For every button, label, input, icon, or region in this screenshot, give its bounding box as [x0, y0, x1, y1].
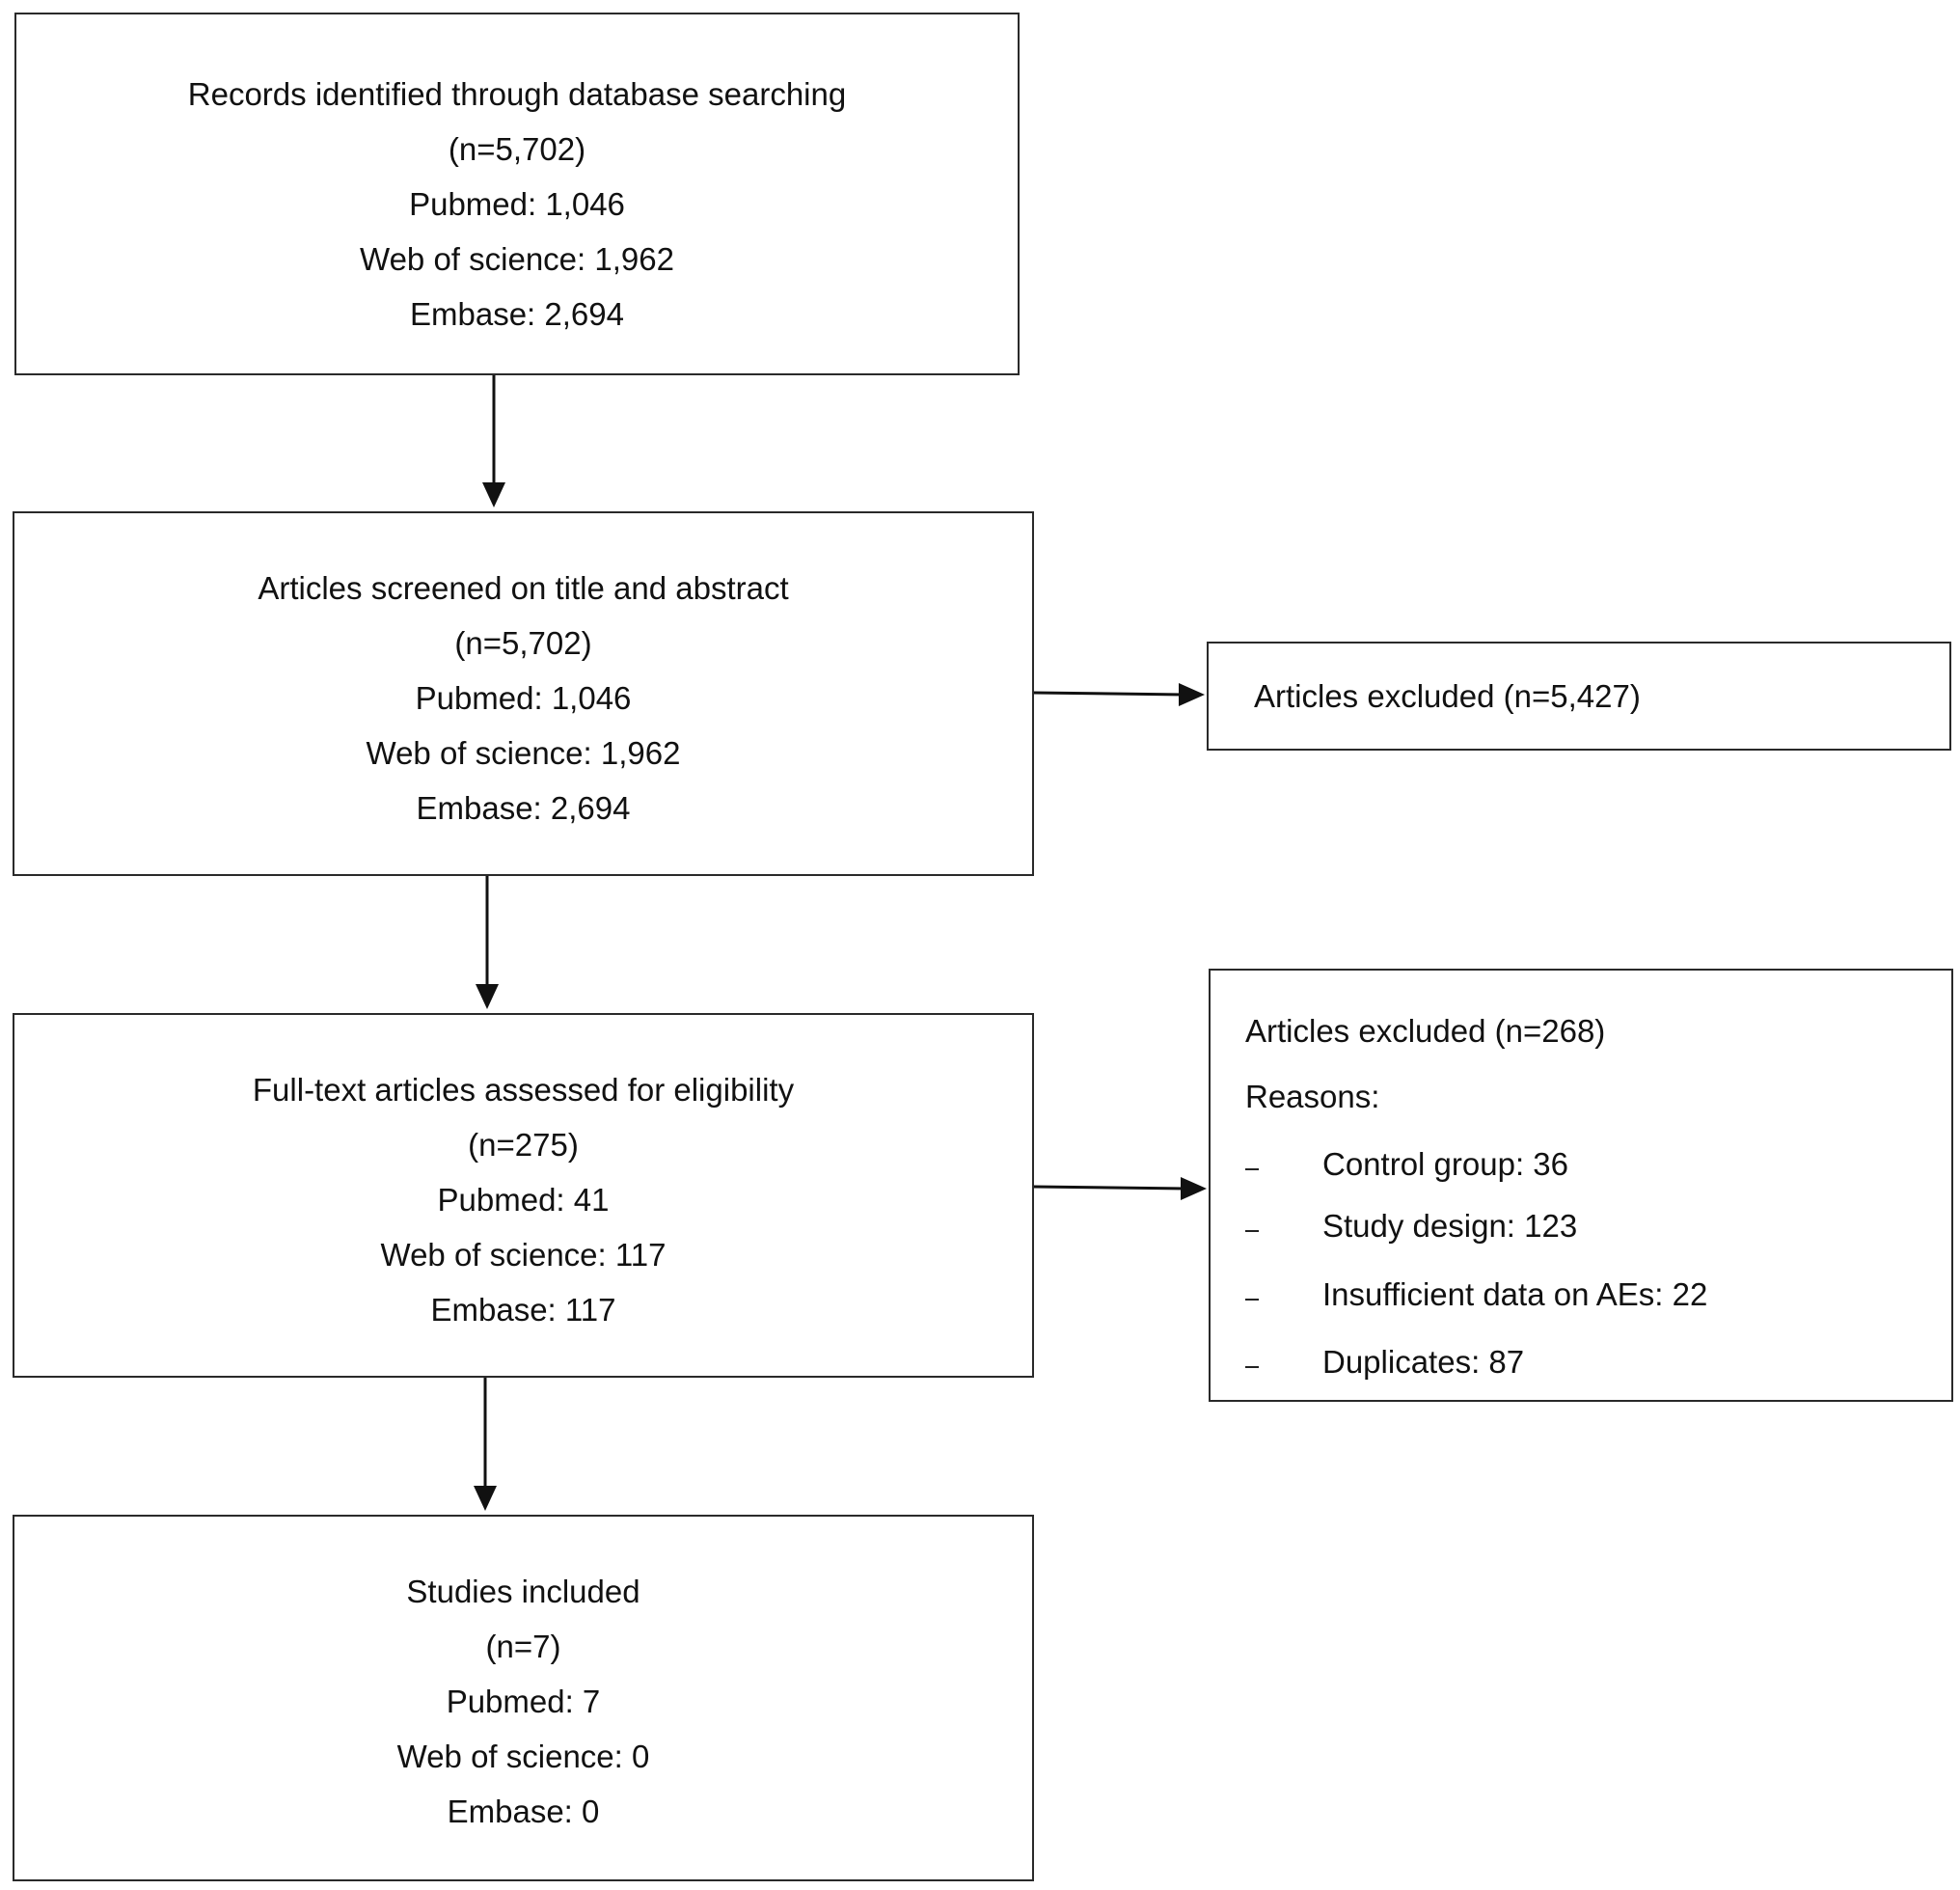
arrow-fulltext-to-excluded: [1033, 1177, 1207, 1200]
excluded-screening-box: Articles excluded (n=5,427): [1207, 642, 1951, 751]
records-identified-pubmed: Pubmed: 1,046: [409, 186, 625, 222]
articles-screened-count: (n=5,702): [454, 625, 592, 661]
arrow-screened-to-excluded: [1033, 683, 1205, 706]
excluded-screening-text: Articles excluded (n=5,427): [1254, 678, 1641, 714]
articles-screened-text: Articles screened on title and abstract …: [14, 561, 1032, 835]
dash-bullet-icon: [1245, 1168, 1259, 1170]
articles-screened-embase: Embase: 2,694: [416, 790, 631, 826]
arrow-screened-to-fulltext: [476, 876, 499, 1009]
exclusion-reason-text: Insufficient data on AEs: 22: [1322, 1276, 1708, 1312]
exclusion-reason-text: Control group: 36: [1322, 1146, 1568, 1182]
records-identified-box: Records identified through database sear…: [14, 13, 1020, 375]
studies-included-text: Studies included (n=7) Pubmed: 7 Web of …: [14, 1564, 1032, 1839]
fulltext-assessed-wos: Web of science: 117: [380, 1237, 667, 1273]
records-identified-text: Records identified through database sear…: [16, 67, 1018, 342]
records-identified-wos: Web of science: 1,962: [360, 241, 674, 277]
fulltext-assessed-text: Full-text articles assessed for eligibil…: [14, 1062, 1032, 1337]
articles-screened-wos: Web of science: 1,962: [366, 735, 681, 771]
studies-included-box: Studies included (n=7) Pubmed: 7 Web of …: [13, 1515, 1034, 1881]
studies-included-pubmed: Pubmed: 7: [446, 1684, 601, 1719]
fulltext-assessed-embase: Embase: 117: [430, 1292, 616, 1328]
articles-screened-pubmed: Pubmed: 1,046: [415, 680, 632, 716]
dash-bullet-icon: [1245, 1366, 1259, 1368]
fulltext-assessed-pubmed: Pubmed: 41: [437, 1182, 610, 1218]
studies-included-embase: Embase: 0: [447, 1794, 600, 1829]
arrow-records-to-screened: [482, 375, 505, 507]
studies-included-count: (n=7): [485, 1629, 561, 1664]
dash-bullet-icon: [1245, 1299, 1259, 1301]
arrow-fulltext-to-included: [474, 1378, 497, 1511]
fulltext-assessed-count: (n=275): [468, 1127, 579, 1163]
records-identified-title: Records identified through database sear…: [187, 76, 847, 112]
studies-included-wos: Web of science: 0: [396, 1739, 650, 1774]
dash-bullet-icon: [1245, 1230, 1259, 1232]
articles-screened-title: Articles screened on title and abstract: [258, 570, 789, 606]
records-identified-embase: Embase: 2,694: [410, 296, 624, 332]
fulltext-assessed-box: Full-text articles assessed for eligibil…: [13, 1013, 1034, 1378]
records-identified-count: (n=5,702): [448, 131, 586, 167]
excluded-fulltext-title: Articles excluded (n=268): [1245, 1013, 1606, 1049]
exclusion-reason-text: Study design: 123: [1322, 1208, 1578, 1244]
excluded-fulltext-box: Articles excluded (n=268) Reasons: Contr…: [1209, 969, 1953, 1402]
exclusion-reason-text: Duplicates: 87: [1322, 1344, 1525, 1380]
studies-included-title: Studies included: [406, 1574, 640, 1609]
excluded-reasons-label: Reasons:: [1245, 1079, 1380, 1114]
fulltext-assessed-title: Full-text articles assessed for eligibil…: [252, 1072, 795, 1108]
articles-screened-box: Articles screened on title and abstract …: [13, 511, 1034, 876]
